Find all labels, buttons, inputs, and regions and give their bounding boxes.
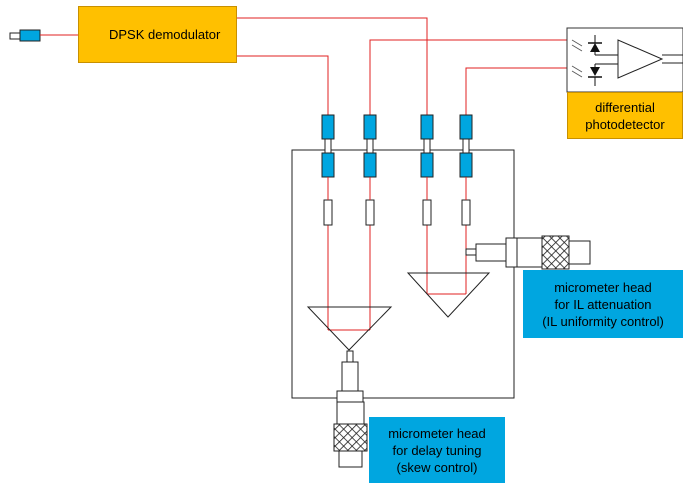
attenuation-callout-line-2: for IL attenuation	[554, 296, 652, 312]
feedthrough-2	[363, 114, 377, 226]
delay-callout-line-1: micrometer head	[388, 425, 486, 441]
photodetector-label-line-2: photodetector	[585, 116, 665, 132]
attenuation-callout-line-1: micrometer head	[554, 279, 652, 295]
dpsk-demodulator-label: DPSK demodulator	[109, 27, 221, 42]
micrometer-attenuation-icon	[465, 235, 591, 270]
feedthrough-3	[420, 114, 434, 226]
attenuation-prism	[406, 272, 491, 318]
photodetector-label-line-1: differential	[595, 99, 655, 115]
attenuation-callout-line-3: (IL uniformity control)	[542, 313, 664, 329]
delay-callout: micrometer head for delay tuning (skew c…	[369, 417, 505, 483]
delay-callout-line-2: for delay tuning	[392, 442, 482, 458]
feedthrough-4	[459, 114, 473, 226]
delay-callout-line-3: (skew control)	[396, 459, 478, 475]
photodetector-circuit	[566, 27, 683, 93]
photodetector-box: differential photodetector	[567, 92, 683, 139]
module-housing	[291, 149, 515, 399]
attenuation-callout: micrometer head for IL attenuation (IL u…	[523, 270, 683, 338]
dpsk-demodulator-box: DPSK demodulator	[78, 6, 237, 63]
amplifier-icon	[617, 39, 664, 79]
fiber-lines	[237, 17, 572, 331]
micrometer-delay-icon	[333, 350, 368, 468]
delay-prism	[306, 306, 393, 351]
feedthrough-1	[321, 114, 335, 226]
fiber-feedthroughs	[321, 114, 473, 226]
input-fiber-connector	[9, 29, 41, 42]
